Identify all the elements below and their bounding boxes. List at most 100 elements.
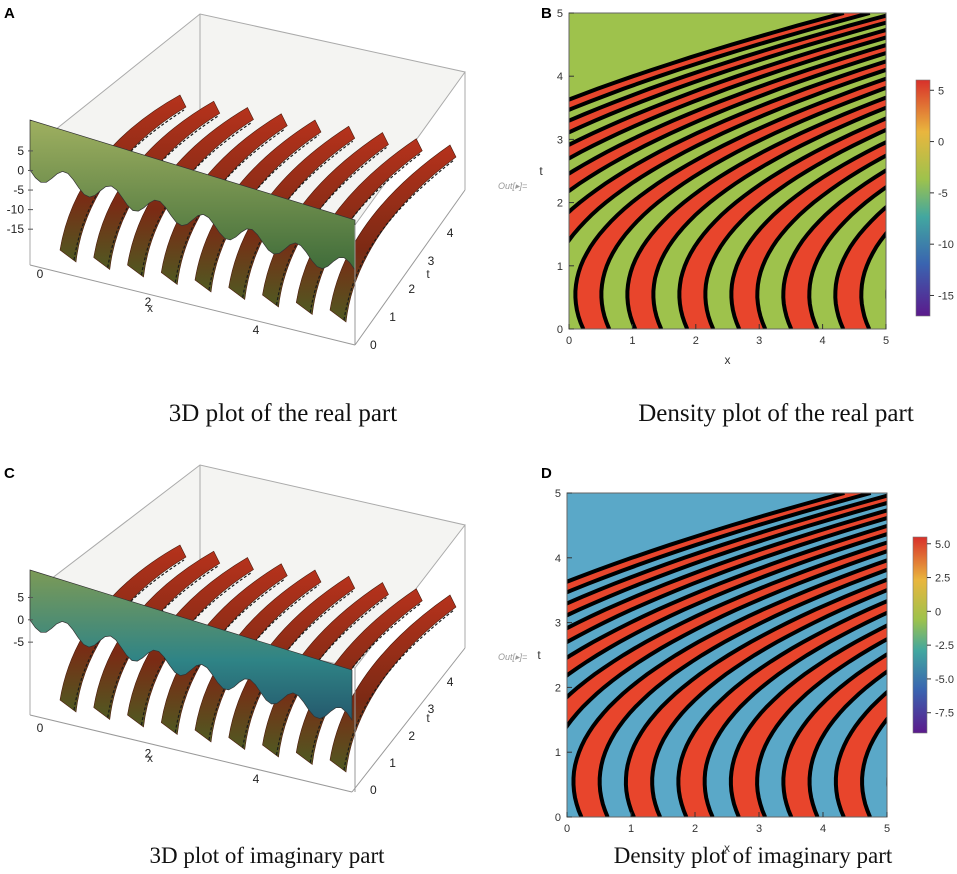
- surface-ridge: [127, 557, 254, 728]
- contour-line: [573, 76, 886, 329]
- colorbar-tick-label: -15: [938, 290, 954, 302]
- contour-line: [859, 230, 886, 329]
- contour-line: [599, 85, 886, 329]
- colorbar-tick-label: 0: [935, 606, 941, 618]
- t-tick-label: 1: [555, 747, 561, 759]
- z-tick-label: -5: [13, 635, 24, 649]
- caption-d: Density plot of imaginary part: [614, 843, 893, 868]
- contour-line: [567, 540, 887, 700]
- density-stripe: [731, 142, 886, 329]
- out-label-b: Out[▸]=: [498, 181, 527, 191]
- contour-line: [781, 652, 887, 817]
- t-tick-label: 1: [389, 756, 396, 770]
- t-tick-label: 3: [428, 254, 435, 268]
- caption-a: 3D plot of the real part: [169, 400, 397, 427]
- contour-line: [702, 610, 887, 817]
- x-tick-label: 0: [37, 721, 44, 735]
- t-tick-label: 1: [389, 310, 396, 324]
- density-stripe: [567, 525, 887, 676]
- x-tick-label: 5: [883, 335, 889, 347]
- contour-line: [650, 587, 887, 817]
- contour-line: [569, 35, 886, 161]
- contour-line: [833, 689, 887, 817]
- mesh-line: [309, 153, 421, 313]
- contour-line: [569, 20, 886, 135]
- x-tick-label: 4: [253, 323, 260, 337]
- panel-letter-b: B: [541, 5, 552, 22]
- x-tick-label: 2: [692, 823, 698, 835]
- colorbar-tick-label: 5: [938, 85, 944, 97]
- x-tick-label: 1: [628, 823, 634, 835]
- z-tick-label: -15: [7, 222, 25, 236]
- contour-line: [781, 168, 886, 329]
- contour-line: [703, 127, 886, 329]
- t-axis-label: t: [426, 267, 430, 281]
- contour-line: [567, 493, 845, 584]
- contour-line: [569, 43, 886, 176]
- x-tick-label: 2: [145, 295, 152, 309]
- colorbar-tick-label: -5.0: [935, 674, 954, 686]
- density-stripe: [573, 560, 887, 817]
- density-stripe: [567, 510, 887, 643]
- t-tick-label: 3: [428, 702, 435, 716]
- t-tick-label: 4: [557, 71, 563, 83]
- density-stripe: [835, 207, 886, 329]
- x-tick-label: 0: [37, 267, 44, 281]
- x-tick-label: 4: [253, 772, 260, 786]
- contour-line: [567, 549, 887, 730]
- contour-line: [860, 716, 887, 817]
- contour-line: [755, 153, 886, 329]
- x-axis-label: x: [725, 353, 731, 367]
- surface-front-wall: [29, 119, 356, 272]
- surface-ridge: [93, 100, 221, 271]
- contour-line: [571, 558, 887, 817]
- t-axis-label: t: [537, 648, 541, 662]
- t-tick-label: 4: [447, 675, 454, 689]
- contour-line: [567, 532, 887, 678]
- caption-c: 3D plot of imaginary part: [149, 843, 385, 868]
- t-tick-label: 5: [555, 488, 561, 500]
- contour-line: [597, 567, 887, 817]
- out-label-d: Out[▸]=: [498, 652, 527, 662]
- contour-line: [833, 204, 886, 329]
- mesh-line: [309, 603, 421, 763]
- z-tick-label: 5: [17, 144, 24, 158]
- t-tick-label: 0: [370, 338, 377, 352]
- density-field: [567, 493, 887, 817]
- colorbar-tick-label: 0: [938, 137, 944, 149]
- box-edge: [29, 264, 356, 346]
- x-tick-label: 3: [756, 335, 762, 347]
- panel-letter-c: C: [4, 465, 15, 482]
- contour-line: [807, 184, 886, 329]
- contour-line: [567, 523, 887, 660]
- contour-line: [569, 13, 871, 112]
- density-field: [569, 13, 886, 329]
- contour-line: [567, 515, 887, 645]
- surface-ridge: [127, 107, 254, 278]
- t-tick-label: 2: [408, 282, 415, 296]
- t-axis-label: t: [426, 711, 430, 725]
- density-stripe: [569, 29, 886, 159]
- colorbar-tick-label: -5: [938, 188, 948, 200]
- z-tick-label: 0: [17, 613, 24, 627]
- surface-ridge: [59, 94, 187, 263]
- contour-line: [625, 95, 886, 329]
- x-tick-label: 4: [820, 823, 826, 835]
- contour-line: [569, 27, 886, 147]
- t-tick-label: 1: [557, 261, 563, 273]
- panel-letter-d: D: [541, 465, 552, 482]
- t-tick-label: 0: [557, 324, 563, 336]
- colorbar-tick-label: -2.5: [935, 640, 954, 652]
- colorbar-tick-label: 5.0: [935, 539, 950, 551]
- contour-line: [567, 508, 887, 631]
- x-tick-label: 2: [693, 335, 699, 347]
- t-tick-label: 5: [557, 8, 563, 20]
- mesh-line: [174, 128, 286, 283]
- mesh-line: [174, 578, 286, 733]
- colorbar: [912, 536, 928, 734]
- t-tick-label: 2: [408, 729, 415, 743]
- contour-line: [651, 105, 886, 329]
